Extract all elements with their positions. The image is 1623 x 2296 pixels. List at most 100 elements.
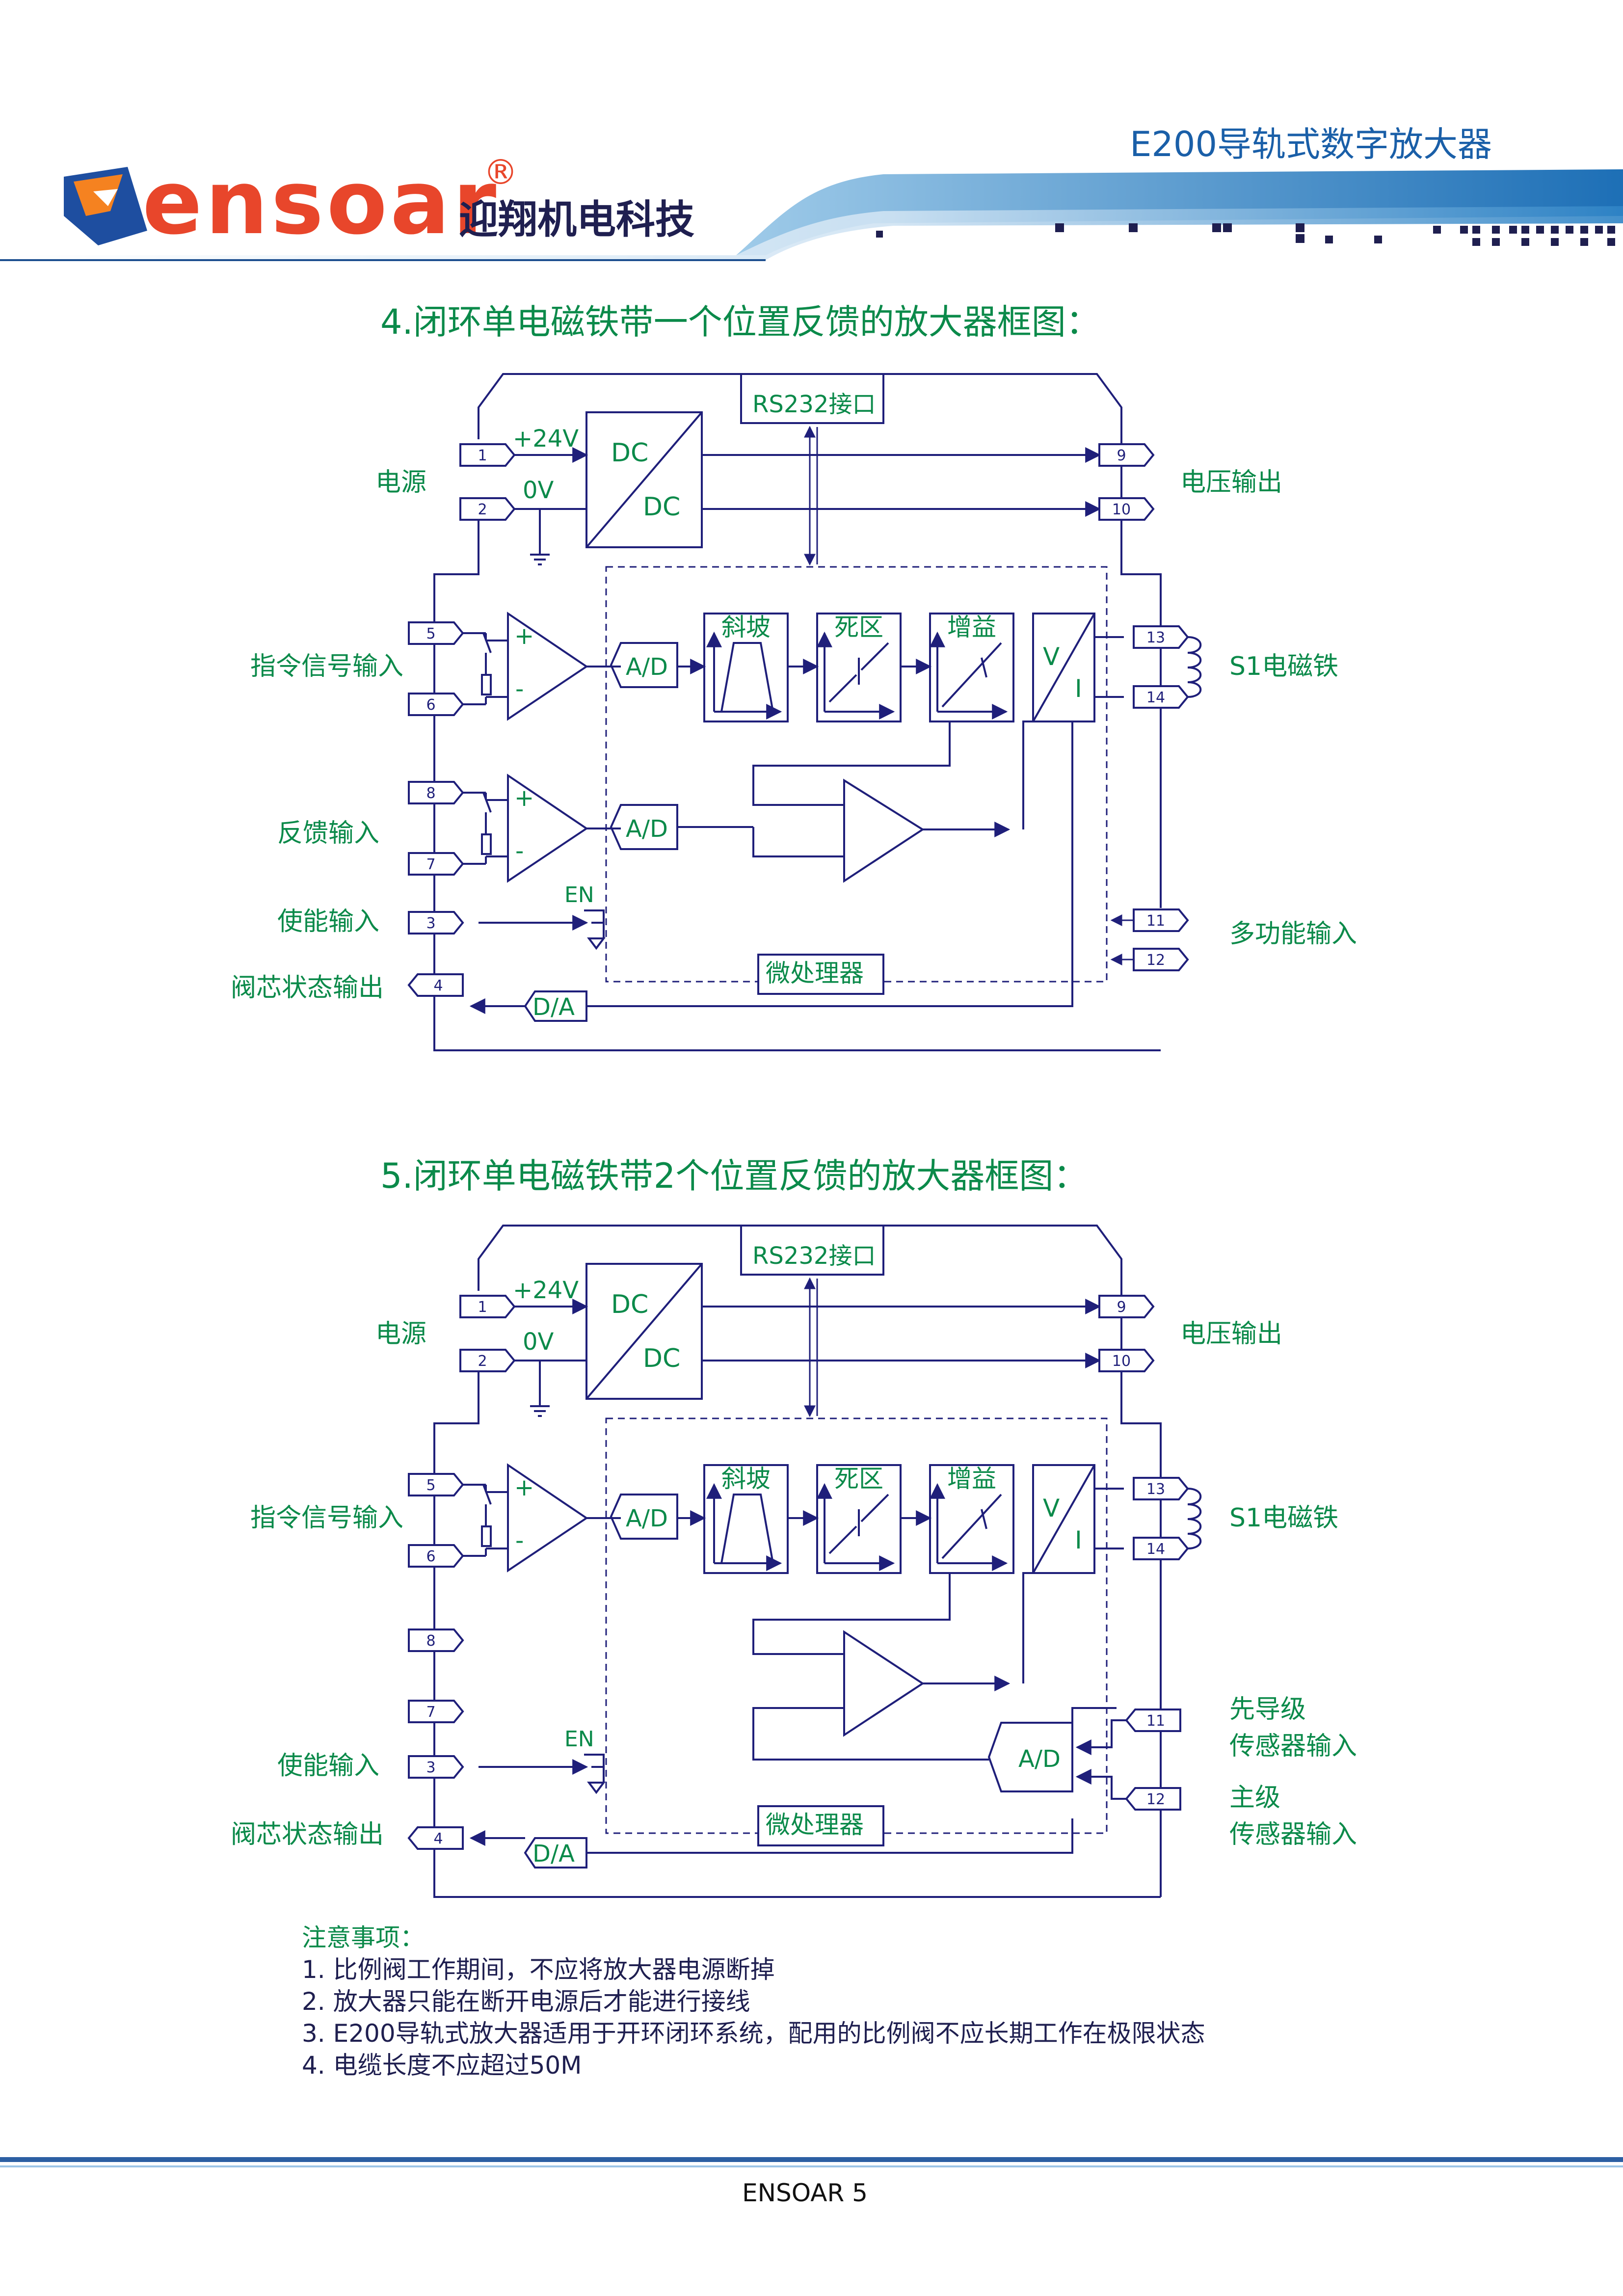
ramp-label: 斜坡 — [721, 1465, 771, 1493]
header-pixel-dots — [876, 223, 1615, 246]
plus24v-label: +24V — [513, 425, 579, 453]
label-power: 电源 — [375, 468, 426, 497]
pin-1: 1 — [478, 1299, 487, 1316]
solenoid-coil-icon — [1187, 1488, 1202, 1549]
dcdc-divider — [585, 411, 703, 548]
microprocessor-boundary — [605, 566, 1108, 983]
ad-label-dual: A/D — [1018, 1745, 1061, 1773]
plus-label-cmd: + — [514, 622, 534, 650]
plus24v-label: +24V — [513, 1277, 579, 1304]
rs232-label: RS232接口 — [752, 1242, 876, 1270]
da-block-4 — [524, 990, 587, 1022]
zero-v-label: 0V — [523, 1328, 554, 1356]
v-label: V — [1043, 1494, 1060, 1522]
pin-7: 7 — [426, 1704, 435, 1721]
dc-bottom-label: DC — [643, 492, 680, 522]
enclosure-top — [478, 1225, 1162, 1897]
label-voltage-output: 电压输出 — [1180, 468, 1282, 497]
vi-block — [1032, 613, 1095, 722]
label-power: 电源 — [375, 1319, 426, 1349]
dc-top-label: DC — [611, 438, 648, 468]
pin-11: 11 — [1146, 1712, 1165, 1730]
label-pilot-sensor-1: 先导级 — [1229, 1695, 1306, 1724]
feedback-opamp — [507, 774, 588, 883]
pin-4: 4 — [433, 977, 443, 994]
diagram4-pins — [408, 443, 1189, 997]
pin-11: 11 — [1146, 912, 1165, 930]
brand-text: ensoar — [142, 152, 499, 254]
pin-3: 3 — [426, 1759, 435, 1776]
pin-8: 8 — [426, 1632, 435, 1650]
pin-8: 8 — [426, 785, 435, 802]
plus-label: + — [514, 1474, 534, 1501]
registered-mark: ® — [483, 152, 518, 192]
pin-6: 6 — [426, 696, 435, 714]
footer-rule-top — [0, 2157, 1623, 2162]
da-label: D/A — [532, 993, 575, 1021]
dcdc-block — [585, 1263, 703, 1400]
pin-5: 5 — [426, 1477, 435, 1494]
pin-13: 13 — [1146, 629, 1165, 646]
note-item-1: 1. 比例阀工作期间，不应将放大器电源断掉 — [302, 1955, 775, 1984]
label-solenoid: S1电磁铁 — [1229, 1503, 1338, 1533]
command-ad-block — [610, 642, 678, 688]
note-item-3: 3. E200导轨式放大器适用于开环闭环系统，配用的比例阀不应长期工作在极限状态 — [302, 2019, 1205, 2048]
diagram4-block-labels: RS232接口 DC DC +24V 0V A/D A/D 斜坡 死区 增益 V… — [513, 391, 1082, 1021]
footer-rule-bottom — [0, 2165, 1623, 2167]
pin-14: 14 — [1146, 1541, 1165, 1558]
dc-bottom-label: DC — [643, 1344, 680, 1373]
notes-section: 注意事项： 1. 比例阀工作期间，不应将放大器电源断掉 2. 放大器只能在断开电… — [302, 1923, 1205, 2080]
gain-block — [929, 613, 1014, 722]
da-label: D/A — [532, 1840, 575, 1868]
ramp-label: 斜坡 — [721, 613, 771, 641]
i-label: I — [1075, 674, 1082, 703]
pin-4: 4 — [433, 1830, 443, 1847]
zero-v-label: 0V — [523, 477, 554, 504]
label-command-input: 指令信号输入 — [250, 1503, 403, 1533]
pin-9: 9 — [1117, 447, 1126, 464]
label-voltage-output: 电压输出 — [1180, 1319, 1282, 1349]
enclosure-bottom — [433, 513, 1161, 1051]
pin-14: 14 — [1146, 689, 1165, 706]
rs232-label: RS232接口 — [752, 391, 876, 418]
pin-5: 5 — [426, 625, 435, 642]
header-rule — [0, 259, 766, 261]
diagram5-side-labels: 电源 指令信号输入 使能输入 阀芯状态输出 电压输出 S1电磁铁 先导级 传感器… — [231, 1319, 1357, 1849]
company-name: 迎翔机电科技 — [459, 197, 694, 242]
microprocessor-label: 微处理器 — [766, 959, 864, 988]
v-label: V — [1043, 642, 1060, 671]
i-label: I — [1075, 1526, 1082, 1554]
feedback-ad-block — [610, 804, 678, 850]
solenoid-coil-icon — [1187, 636, 1202, 698]
page-header: ensoar ® 迎翔机电科技 E200导轨式数字放大器 — [0, 124, 1623, 261]
en-label: EN — [564, 1727, 594, 1752]
label-command-input: 指令信号输入 — [250, 652, 403, 681]
header-band — [0, 206, 1623, 260]
label-main-sensor-2: 传感器输入 — [1229, 1820, 1357, 1849]
gain-label: 增益 — [947, 1465, 996, 1493]
pin-2: 2 — [478, 1353, 487, 1370]
en-label: EN — [564, 882, 594, 908]
enclosure-bottom — [433, 1364, 1161, 1898]
label-enable-input: 使能输入 — [277, 1751, 379, 1781]
diagram4-side-labels: 电源 指令信号输入 反馈输入 使能输入 阀芯状态输出 电压输出 S1电磁铁 多功… — [231, 468, 1357, 1003]
rs232-block — [740, 1225, 884, 1276]
label-valve-status-output: 阀芯状态输出 — [231, 1820, 384, 1849]
diagram5-pin-numbers: 1 2 5 6 8 7 3 4 9 10 13 14 11 12 — [426, 1299, 1165, 1847]
pin-3: 3 — [426, 915, 435, 932]
label-valve-status-output: 阀芯状态输出 — [231, 973, 384, 1003]
rs232-block — [740, 373, 884, 424]
pin-12: 12 — [1146, 1791, 1165, 1808]
pin-1: 1 — [478, 447, 487, 464]
ad-label-cmd: A/D — [626, 653, 668, 681]
pin-2: 2 — [478, 501, 487, 518]
ensoar-logo-icon — [64, 167, 147, 245]
minus-label-fb: - — [515, 837, 524, 865]
block-diagram-4 — [433, 373, 1202, 1051]
label-multi-input: 多功能输入 — [1229, 919, 1357, 949]
label-feedback-input: 反馈输入 — [277, 819, 379, 848]
microprocessor-boundary — [605, 1417, 1108, 1834]
section5-title: 5.闭环单电磁铁带2个位置反馈的放大器框图： — [380, 1156, 1088, 1196]
deadband-label: 死区 — [834, 1465, 883, 1493]
